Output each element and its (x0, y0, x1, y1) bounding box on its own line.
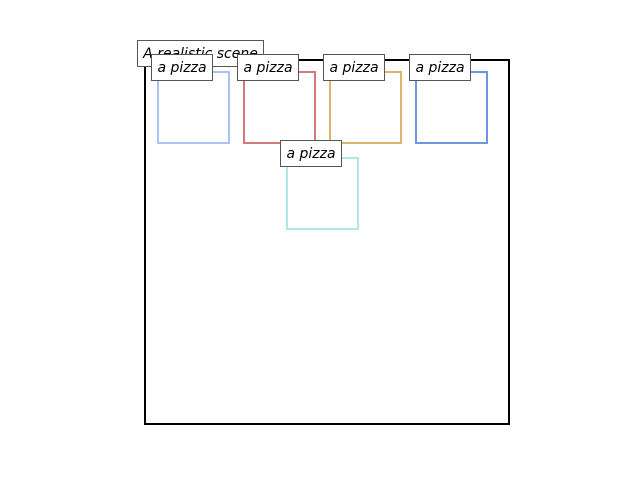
pizza-label-2: a pizza (237, 54, 299, 81)
pizza-box-4 (415, 71, 488, 144)
pizza-label-1: a pizza (151, 54, 213, 81)
pizza-box-1 (157, 71, 230, 144)
pizza-box-5 (286, 157, 359, 230)
pizza-label-4: a pizza (409, 54, 471, 81)
pizza-label-3: a pizza (323, 54, 385, 81)
pizza-label-5: a pizza (280, 140, 342, 167)
pizza-box-3 (329, 71, 402, 144)
pizza-box-2 (243, 71, 316, 144)
